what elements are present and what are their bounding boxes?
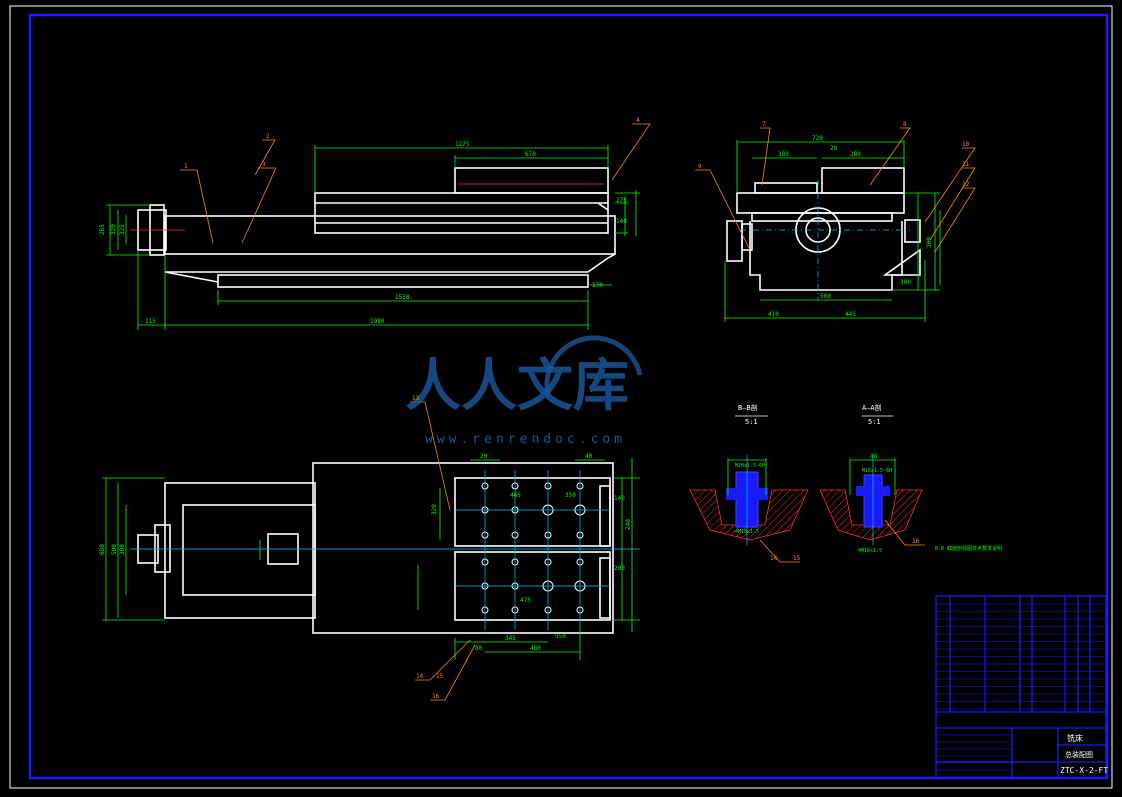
section-b-balloon: 14 <box>770 555 778 562</box>
plan-view-centerlines <box>130 470 640 630</box>
section-a-thread: 4M16x1.5 <box>858 548 882 554</box>
front-balloon: 1 <box>184 163 188 170</box>
front-view <box>137 167 616 288</box>
side-balloon: 11 <box>962 161 970 168</box>
section-a-title: A—A剖 <box>862 403 882 412</box>
front-view-dims <box>106 145 640 330</box>
watermark: 人人文库 www.renrendoc.com <box>405 335 643 447</box>
plan-dim-label: 445 <box>510 492 521 499</box>
plan-dim-label: 240 <box>625 519 632 530</box>
front-dim-label: 140 <box>616 218 627 225</box>
section-b-scale: 5:1 <box>745 418 758 426</box>
watermark-swoosh <box>544 335 643 396</box>
outer-frame <box>9 5 1113 789</box>
side-dim-label: 720 <box>812 135 823 142</box>
section-b-thread: 4M16x1.5 <box>735 529 759 535</box>
section-a-dim: 48 <box>870 453 878 460</box>
front-dim-label: 1980 <box>370 318 385 325</box>
plan-dim-label: 680 <box>99 544 106 555</box>
plan-dim-label: 320 <box>431 504 438 515</box>
technical-note: B.B 截面剖视图技术要求说明 <box>935 545 1002 552</box>
plan-balloon: 13 <box>412 395 420 402</box>
side-balloon: 9 <box>698 163 702 170</box>
title-block <box>935 595 1107 779</box>
plan-dim-label: 140 <box>614 495 625 502</box>
side-balloon: 8 <box>903 121 907 128</box>
section-b-b <box>689 415 809 563</box>
side-dim-label: 300 <box>900 279 911 286</box>
plan-balloon: 14 <box>416 673 424 680</box>
plan-dim-label: 200 <box>614 565 625 572</box>
title-block-subname: 总装配图 <box>1065 750 1093 759</box>
plan-dim-label: 500 <box>111 544 118 555</box>
labels: 1275 670 1538 1980 115 265 320 325 275 1… <box>99 117 1108 775</box>
front-dim-label: 170 <box>592 282 603 289</box>
front-dim-label: 325 <box>119 224 126 235</box>
plan-view-bolt-holes <box>481 482 586 614</box>
watermark-url: www.renrendoc.com <box>425 432 626 447</box>
section-b-thread: M20x1.5-6H <box>735 463 765 469</box>
section-b-balloon: 15 <box>793 555 801 562</box>
section-b-title: B—B剖 <box>738 403 758 412</box>
plan-balloon: 15 <box>436 673 444 680</box>
watermark-logo-text: 人人文库 <box>405 353 629 419</box>
front-dim-label: 1275 <box>455 141 470 148</box>
plan-dim-label: 380 <box>119 544 126 555</box>
side-view-centerlines <box>740 180 910 300</box>
front-view-leaders <box>180 123 651 244</box>
front-dim-label: 1538 <box>395 294 410 301</box>
front-dim-label: 275 <box>616 197 627 204</box>
side-dim-label: 280 <box>850 151 861 158</box>
side-dim-label: 200 <box>926 237 933 248</box>
side-balloon: 12 <box>962 181 970 188</box>
title-block-drawing-number: ZTC-X-2-FT <box>1060 766 1108 775</box>
side-view-dims <box>724 140 941 322</box>
front-balloon: 2 <box>266 133 270 140</box>
plan-balloon: 16 <box>432 693 440 700</box>
plan-view <box>137 462 614 634</box>
inner-frame <box>28 13 1109 780</box>
front-dim-label: 115 <box>145 318 156 325</box>
front-balloon: 3 <box>262 161 266 168</box>
side-balloon: 7 <box>762 121 766 128</box>
front-dim-label: 670 <box>525 151 536 158</box>
section-a-a <box>819 415 925 546</box>
plan-dim-label: 40 <box>585 453 593 460</box>
side-balloon: 10 <box>962 141 970 148</box>
title-block-rows <box>936 603 1106 778</box>
section-a-thread: M16x1.5-6H <box>862 468 892 474</box>
side-dim-label: 380 <box>778 151 789 158</box>
section-a-balloon: 16 <box>912 538 920 545</box>
title-block-name: 铣床 <box>1067 733 1083 743</box>
plan-dim-label: 345 <box>505 635 516 642</box>
side-dim-label: 28 <box>830 145 838 152</box>
section-a-scale: 5:1 <box>868 418 881 426</box>
plan-dim-label: 20 <box>480 453 488 460</box>
side-dim-label: 500 <box>820 293 831 300</box>
side-dim-label: 410 <box>768 311 779 318</box>
side-view <box>726 167 921 291</box>
plan-view-dims <box>102 458 640 660</box>
plan-dim-label: 480 <box>530 645 541 652</box>
front-balloon: 4 <box>636 117 640 124</box>
plan-dim-label: 80 <box>475 645 483 652</box>
plan-view-leaders <box>410 401 476 701</box>
front-dim-label: 265 <box>99 224 106 235</box>
side-view-leaders <box>695 127 976 253</box>
side-dim-label: 445 <box>845 311 856 318</box>
front-dim-label: 320 <box>110 224 117 235</box>
plan-dim-label: 350 <box>565 492 576 499</box>
plan-dim-label: 550 <box>555 633 566 640</box>
plan-dim-label: 475 <box>520 597 531 604</box>
